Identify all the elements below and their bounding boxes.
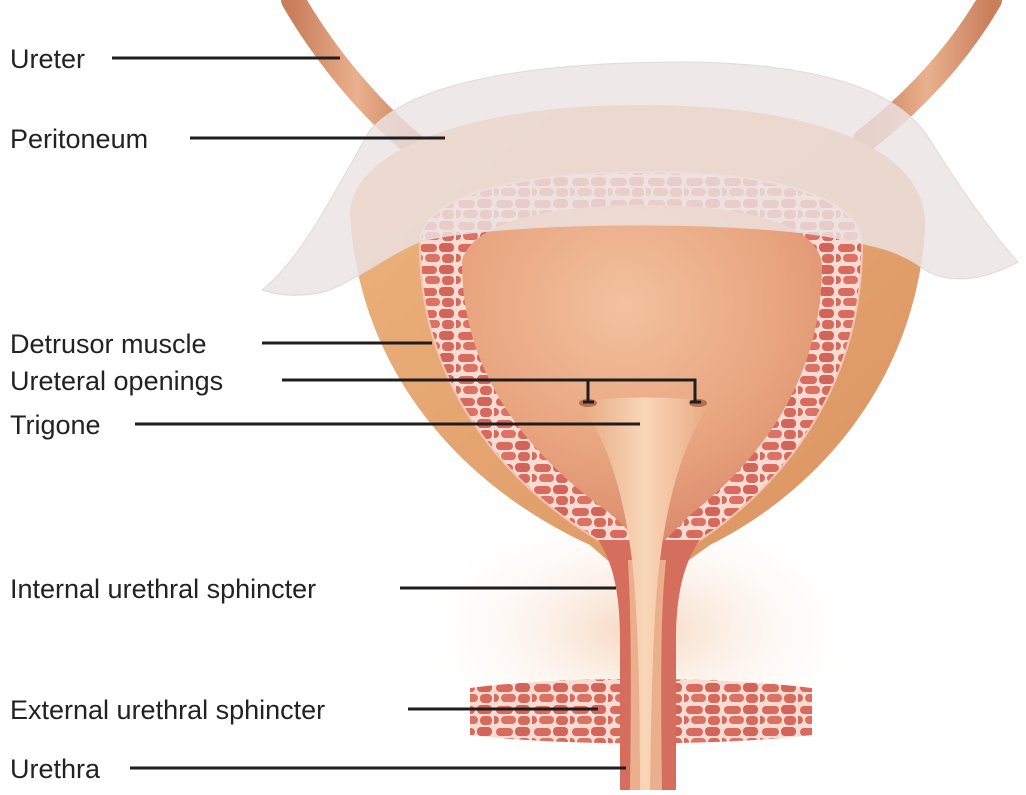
label-ureter: Ureter [10, 44, 85, 74]
label-trigone: Trigone [10, 410, 101, 440]
label-internal-urethral-sphincter: Internal urethral sphincter [10, 574, 316, 604]
label-ureteral-openings: Ureteral openings [10, 366, 223, 396]
label-urethra: Urethra [10, 754, 101, 784]
label-external-urethral-sphincter: External urethral sphincter [10, 695, 325, 725]
label-peritoneum: Peritoneum [10, 124, 148, 154]
label-detrusor-muscle: Detrusor muscle [10, 329, 207, 359]
